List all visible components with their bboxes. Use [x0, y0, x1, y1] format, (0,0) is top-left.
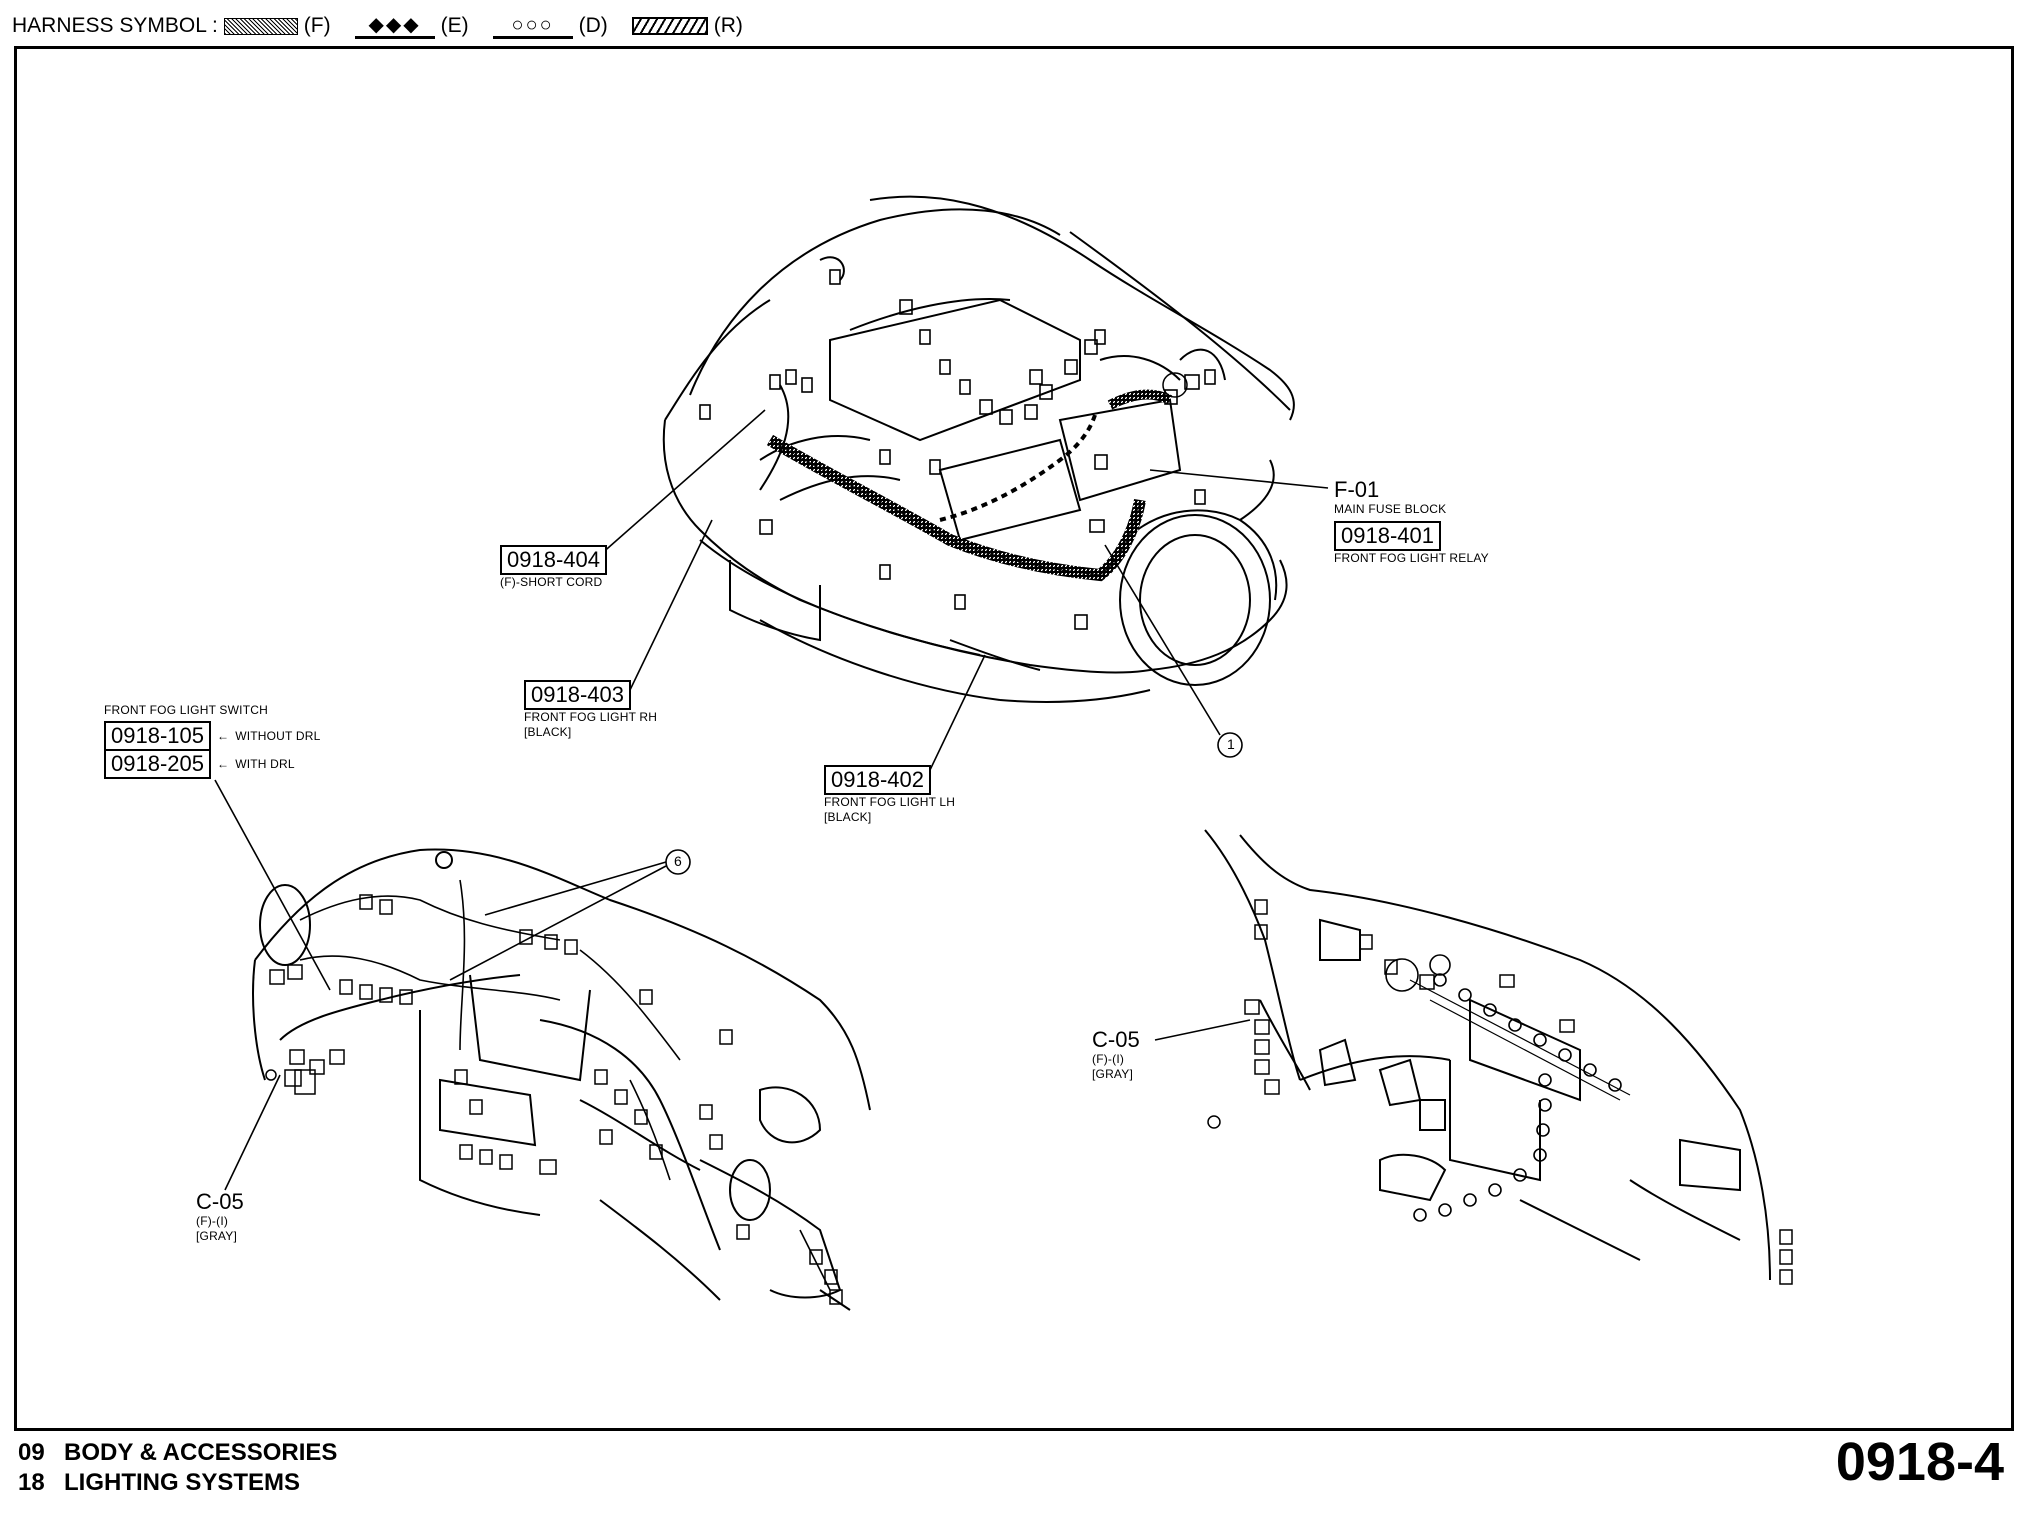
footer-line1-text: BODY & ACCESSORIES	[64, 1439, 338, 1466]
circle-6-label: 6	[674, 853, 682, 869]
c05-right-line1: (F)-(I)	[1092, 1052, 1125, 1066]
legend-title: HARNESS SYMBOL :	[12, 14, 218, 37]
code-0918-402[interactable]: 0918-402	[824, 765, 931, 795]
footer-line1-num: 09	[18, 1439, 45, 1466]
legend-code-f: (F)	[303, 14, 331, 37]
legend-swatch-d: ○○○	[492, 14, 573, 39]
c403-color: [BLACK]	[524, 725, 572, 739]
code-0918-401[interactable]: 0918-401	[1334, 521, 1441, 551]
code-0918-403[interactable]: 0918-403	[524, 680, 631, 710]
c402-color: [BLACK]	[824, 810, 872, 824]
dashboard-left-drawing	[252, 848, 871, 1311]
f01-code: F-01	[1334, 477, 1380, 502]
switch-note-2-arrow: ←	[216, 756, 230, 771]
dashboard-right-drawing	[1204, 829, 1793, 1285]
f01-desc: MAIN FUSE BLOCK	[1334, 502, 1447, 516]
switch-title: FRONT FOG LIGHT SWITCH	[104, 703, 268, 717]
switch-note-1-arrow: ←	[216, 728, 230, 743]
legend-code-d: (D)	[578, 14, 608, 37]
callout-c05-right: C-05 (F)-(I) [GRAY]	[1092, 1028, 1140, 1082]
c05-left-line1: (F)-(I)	[196, 1214, 229, 1228]
dashboard-left-leaders	[214, 779, 667, 1191]
switch-note-2: WITH DRL	[235, 756, 295, 771]
code-0918-105[interactable]: 0918-105	[104, 721, 211, 751]
switch-note-1: WITHOUT DRL	[235, 728, 321, 743]
callout-f01: F-01 MAIN FUSE BLOCK 0918-401 FRONT FOG …	[1334, 478, 1489, 566]
c404-desc: (F)-SHORT CORD	[500, 575, 603, 589]
c05-right-leader	[1154, 1019, 1251, 1041]
legend-code-r: (R)	[713, 14, 743, 37]
page-number: 0918-4	[1835, 1432, 2004, 1492]
callout-0918-403: 0918-403 FRONT FOG LIGHT RH [BLACK]	[524, 680, 657, 740]
legend-swatch-r	[631, 17, 708, 35]
callout-c05-left: C-05 (F)-(I) [GRAY]	[196, 1190, 244, 1244]
engine-bay-leaders	[599, 409, 1329, 771]
callout-0918-404: 0918-404 (F)-SHORT CORD	[500, 545, 607, 590]
legend-swatch-f	[223, 17, 298, 35]
legend-swatch-e: ◆◆◆	[354, 14, 435, 39]
callout-0918-402: 0918-402 FRONT FOG LIGHT LH [BLACK]	[824, 765, 955, 825]
footer-line2-text: LIGHTING SYSTEMS	[64, 1469, 301, 1496]
circle-1-label: 1	[1227, 736, 1235, 752]
diagram-frame	[14, 46, 2014, 1431]
code-0918-205[interactable]: 0918-205	[104, 749, 211, 779]
c401-desc: FRONT FOG LIGHT RELAY	[1334, 551, 1489, 565]
code-0918-404[interactable]: 0918-404	[500, 545, 607, 575]
engine-bay-drawing	[662, 195, 1295, 703]
footer-line2-num: 18	[18, 1469, 45, 1496]
callout-fog-light-switch: FRONT FOG LIGHT SWITCH 0918-105 ← WITHOU…	[104, 703, 321, 779]
legend-code-e: (E)	[440, 14, 469, 37]
c403-desc: FRONT FOG LIGHT RH	[524, 710, 658, 724]
c05-left-line2: [GRAY]	[196, 1229, 237, 1243]
circle-callout-1	[1217, 732, 1243, 758]
c402-desc: FRONT FOG LIGHT LH	[824, 795, 956, 809]
c05-right-code: C-05	[1092, 1027, 1140, 1052]
harness-symbol-legend: HARNESS SYMBOL : (F) ◆◆◆ (E) ○○○ (D) (R)	[12, 10, 761, 42]
c05-right-line2: [GRAY]	[1092, 1067, 1133, 1081]
footer-section-titles: 09 BODY & ACCESSORIES 18 LIGHTING SYSTEMS	[18, 1438, 337, 1498]
c05-left-code: C-05	[196, 1189, 244, 1214]
